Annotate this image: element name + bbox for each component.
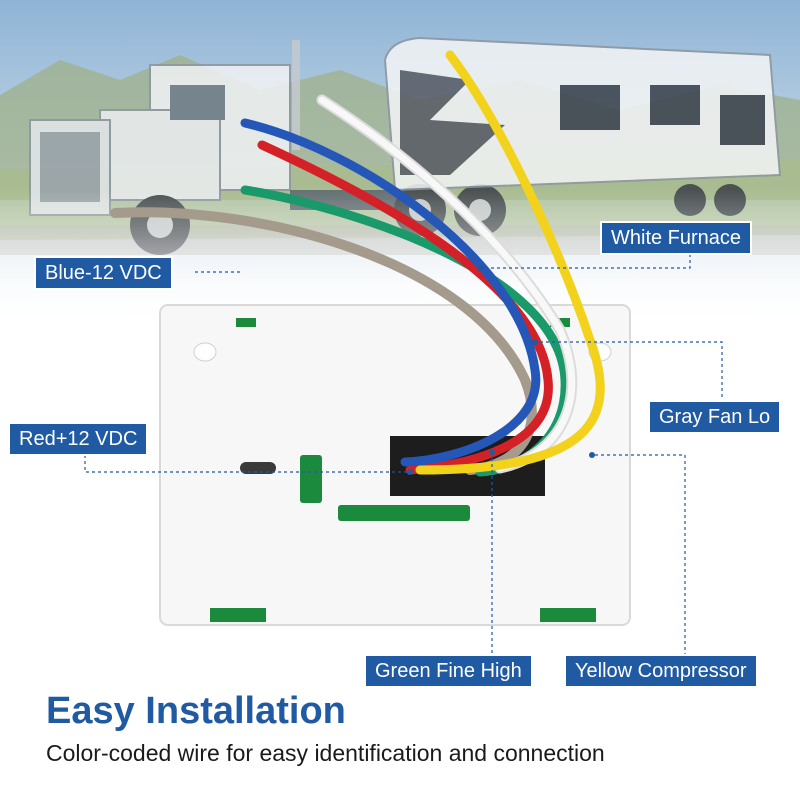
blue-wire	[240, 118, 541, 467]
white-wire-inner	[318, 96, 576, 472]
label-red-12vdc: Red+12 VDC	[8, 422, 149, 456]
rv-trailer-image	[383, 36, 782, 216]
label-green-fine-high: Green Fine High	[364, 654, 533, 688]
subheading: Color-coded wire for easy identification…	[46, 740, 605, 766]
yellow-wire	[415, 50, 605, 475]
heading: Easy Installation	[46, 690, 346, 732]
gray-wire	[110, 207, 537, 475]
leader-dots	[407, 265, 595, 475]
label-yellow-compressor: Yellow Compressor	[564, 654, 758, 688]
label-gray-fan-lo: Gray Fan Lo	[648, 400, 782, 434]
wire-bundle	[110, 50, 605, 477]
label-blue-12vdc: Blue-12 VDC	[34, 256, 173, 290]
label-white-furnace: White Furnace	[600, 221, 753, 255]
red-wire	[257, 140, 553, 475]
